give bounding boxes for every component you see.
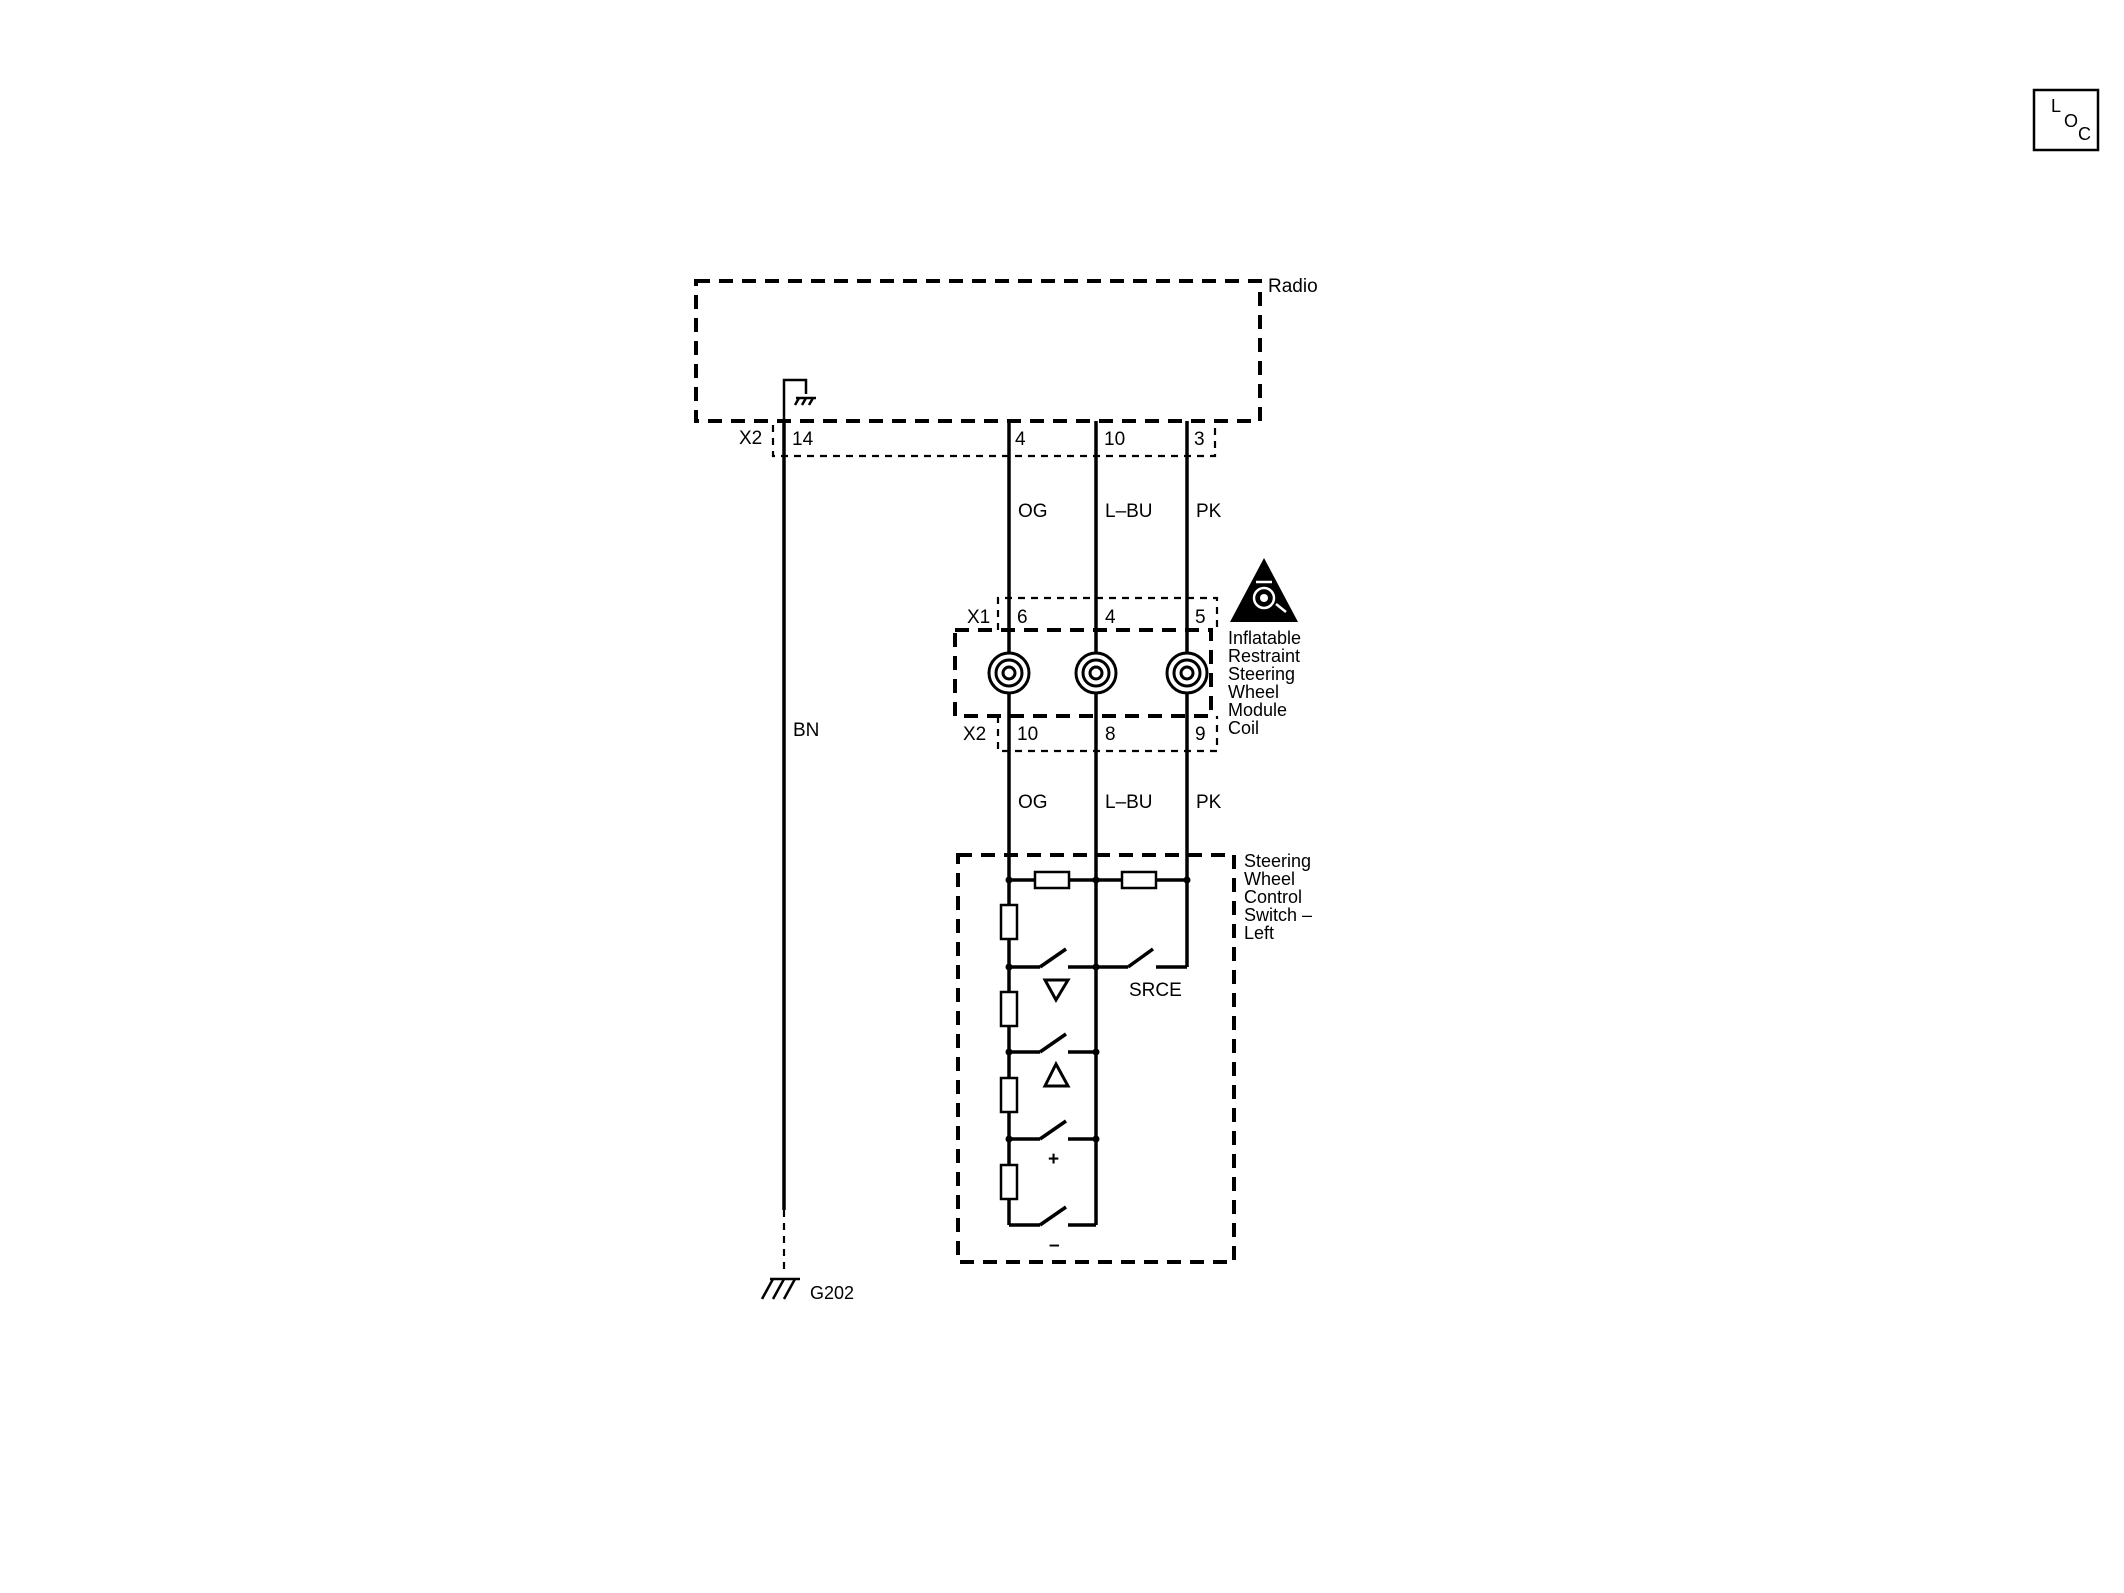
- radio-x2-connector: X2 14 4 10 3: [739, 425, 1217, 458]
- switch-srce-label: SRCE: [1129, 980, 1182, 1001]
- switch-label-line-5: Left: [1244, 923, 1274, 943]
- switch-volume-down: [1005, 947, 1100, 1004]
- switch-volume-up: [1005, 1032, 1100, 1088]
- coil-label: Inflatable Restraint Steering Wheel Modu…: [1228, 628, 1301, 738]
- coil-x1-pin-6: 6: [1017, 607, 1028, 628]
- coil-label-line-3: Steering: [1228, 664, 1295, 684]
- radio-pin-14: 14: [792, 429, 814, 450]
- loc-badge-o: O: [2064, 111, 2078, 131]
- switch-minus: –: [1009, 1205, 1096, 1256]
- radio-component: Radio: [694, 276, 1318, 423]
- wires-lower: OG L–BU PK: [1007, 716, 1222, 880]
- coil-spiral-pk-icon: [1165, 651, 1209, 695]
- wire-og-lower-label: OG: [1018, 792, 1048, 813]
- radio-label: Radio: [1268, 276, 1318, 297]
- ground-g202-label: G202: [810, 1283, 854, 1303]
- resistor-ladder-2: [999, 990, 1019, 1028]
- switch-label-line-1: Steering: [1244, 851, 1311, 871]
- loc-badge: L O C: [2032, 88, 2100, 152]
- ground-g202-icon: G202: [760, 1277, 854, 1303]
- resistor-ladder-1: [999, 903, 1019, 941]
- coil-label-line-4: Wheel: [1228, 682, 1279, 702]
- coil-x2-pin-8: 8: [1105, 724, 1116, 745]
- loc-badge-l: L: [2051, 96, 2061, 116]
- resistor-top-2: [1120, 870, 1158, 890]
- switch-label-line-3: Control: [1244, 887, 1302, 907]
- steering-wheel-control-switch: SRCE + – Steering W: [956, 851, 1312, 1264]
- loc-badge-c: C: [2078, 124, 2091, 144]
- wire-og-upper-label: OG: [1018, 501, 1048, 522]
- wires-upper: OG L–BU PK: [1007, 421, 1222, 630]
- coil-label-line-2: Restraint: [1228, 646, 1300, 666]
- resistor-ladder-3: [999, 1076, 1019, 1114]
- switch-label: Steering Wheel Control Switch – Left: [1244, 851, 1312, 943]
- radio-internal-ground-icon: [782, 378, 816, 421]
- switch-minus-label: –: [1049, 1235, 1060, 1256]
- coil-x2-connector: X2 10 8 9: [963, 716, 1219, 753]
- wire-pk-lower-label: PK: [1196, 792, 1222, 813]
- switch-plus: +: [1005, 1119, 1100, 1170]
- coil-x2-pin-10: 10: [1017, 724, 1038, 745]
- coil-x1-pin-4: 4: [1105, 607, 1116, 628]
- coil-x1-label: X1: [967, 607, 990, 628]
- coil-label-line-1: Inflatable: [1228, 628, 1301, 648]
- volume-up-icon: [1042, 1060, 1071, 1088]
- coil-label-line-5: Module: [1228, 700, 1287, 720]
- radio-pin-10: 10: [1104, 429, 1125, 450]
- wire-pk-upper-label: PK: [1196, 501, 1222, 522]
- clockspring-coil: Inflatable Restraint Steering Wheel Modu…: [953, 628, 1301, 738]
- coil-label-line-6: Coil: [1228, 718, 1259, 738]
- volume-down-icon: [1042, 978, 1071, 1004]
- coil-x2-label: X2: [963, 724, 986, 745]
- airbag-warning-icon: [1230, 558, 1298, 622]
- resistor-ladder-4: [999, 1163, 1019, 1201]
- switch-source: SRCE: [1096, 947, 1187, 1001]
- radio-pin-3: 3: [1194, 429, 1205, 450]
- radio-x2-label: X2: [739, 428, 762, 449]
- coil-x1-pin-5: 5: [1195, 607, 1206, 628]
- radio-pin-4: 4: [1015, 429, 1026, 450]
- wire-lbu-upper-label: L–BU: [1105, 501, 1153, 522]
- coil-x1-connector: X1 6 4 5: [967, 596, 1219, 630]
- coil-x2-pin-9: 9: [1195, 724, 1206, 745]
- coil-spiral-lbu-icon: [1074, 651, 1118, 695]
- ground-wire-bn: BN: [782, 421, 819, 1275]
- switch-label-line-2: Wheel: [1244, 869, 1295, 889]
- resistor-top-1: [1033, 870, 1071, 890]
- wire-lbu-lower-label: L–BU: [1105, 792, 1153, 813]
- switch-label-line-4: Switch –: [1244, 905, 1312, 925]
- wire-bn-label: BN: [793, 720, 819, 741]
- coil-spiral-og-icon: [987, 651, 1031, 695]
- switch-plus-label: +: [1048, 1149, 1059, 1170]
